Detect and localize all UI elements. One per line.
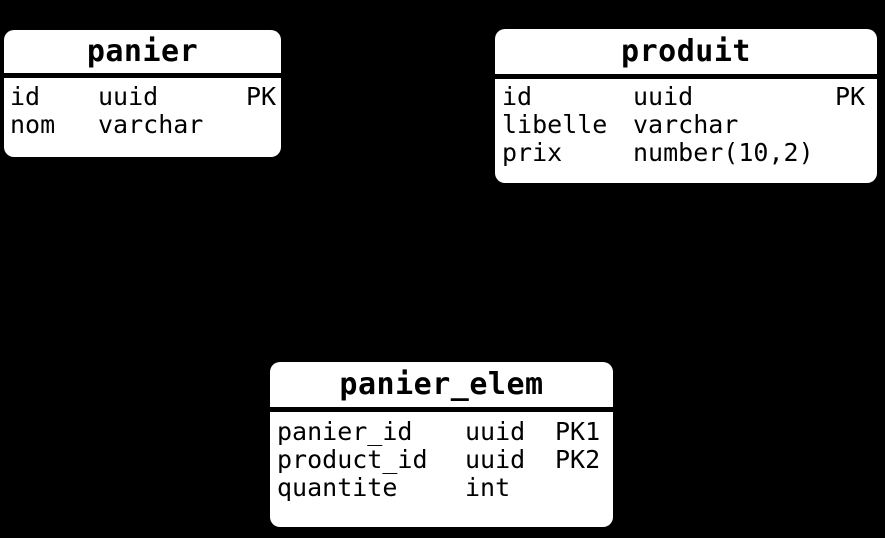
entity-panier: panier id uuid PK nom varchar [4, 30, 281, 157]
attribute-name: quantite [277, 473, 398, 502]
entity-panier-elem: panier_elem panier_id uuid PK1 product_i… [270, 362, 613, 527]
entity-panier-elem-title: panier_elem [270, 362, 613, 412]
attribute-row: libelle varchar [502, 111, 877, 139]
attribute-row: nom varchar [10, 111, 281, 139]
attribute-name: id [502, 82, 533, 111]
entity-panier-attributes: id uuid PK nom varchar [4, 78, 281, 139]
attribute-type: int [465, 473, 511, 502]
attribute-name: nom [10, 110, 56, 139]
attribute-type: uuid [465, 417, 526, 446]
attribute-type: number(10,2) [633, 138, 814, 167]
attribute-type: uuid [465, 445, 526, 474]
attribute-row: id uuid PK [10, 83, 281, 111]
attribute-type: uuid [98, 82, 159, 111]
attribute-type: varchar [633, 110, 739, 139]
entity-produit: produit id uuid PK libelle varchar prix … [495, 29, 877, 183]
entity-produit-attributes: id uuid PK libelle varchar prix number(1… [495, 79, 877, 167]
attribute-row: product_id uuid PK2 [277, 446, 613, 474]
entity-panier-title: panier [4, 30, 281, 78]
attribute-name: panier_id [277, 417, 413, 446]
attribute-name: prix [502, 138, 563, 167]
attribute-key: PK2 [555, 445, 601, 474]
attribute-name: libelle [502, 110, 608, 139]
attribute-row: prix number(10,2) [502, 139, 877, 167]
attribute-key: PK1 [555, 417, 601, 446]
attribute-type: uuid [633, 82, 694, 111]
entity-panier-elem-attributes: panier_id uuid PK1 product_id uuid PK2 q… [270, 412, 613, 502]
entity-produit-title: produit [495, 29, 877, 79]
attribute-key: PK [835, 82, 866, 111]
attribute-key: PK [246, 82, 277, 111]
attribute-type: varchar [98, 110, 204, 139]
attribute-name: id [10, 82, 41, 111]
attribute-row: panier_id uuid PK1 [277, 418, 613, 446]
attribute-name: product_id [277, 445, 428, 474]
attribute-row: id uuid PK [502, 83, 877, 111]
attribute-row: quantite int [277, 474, 613, 502]
